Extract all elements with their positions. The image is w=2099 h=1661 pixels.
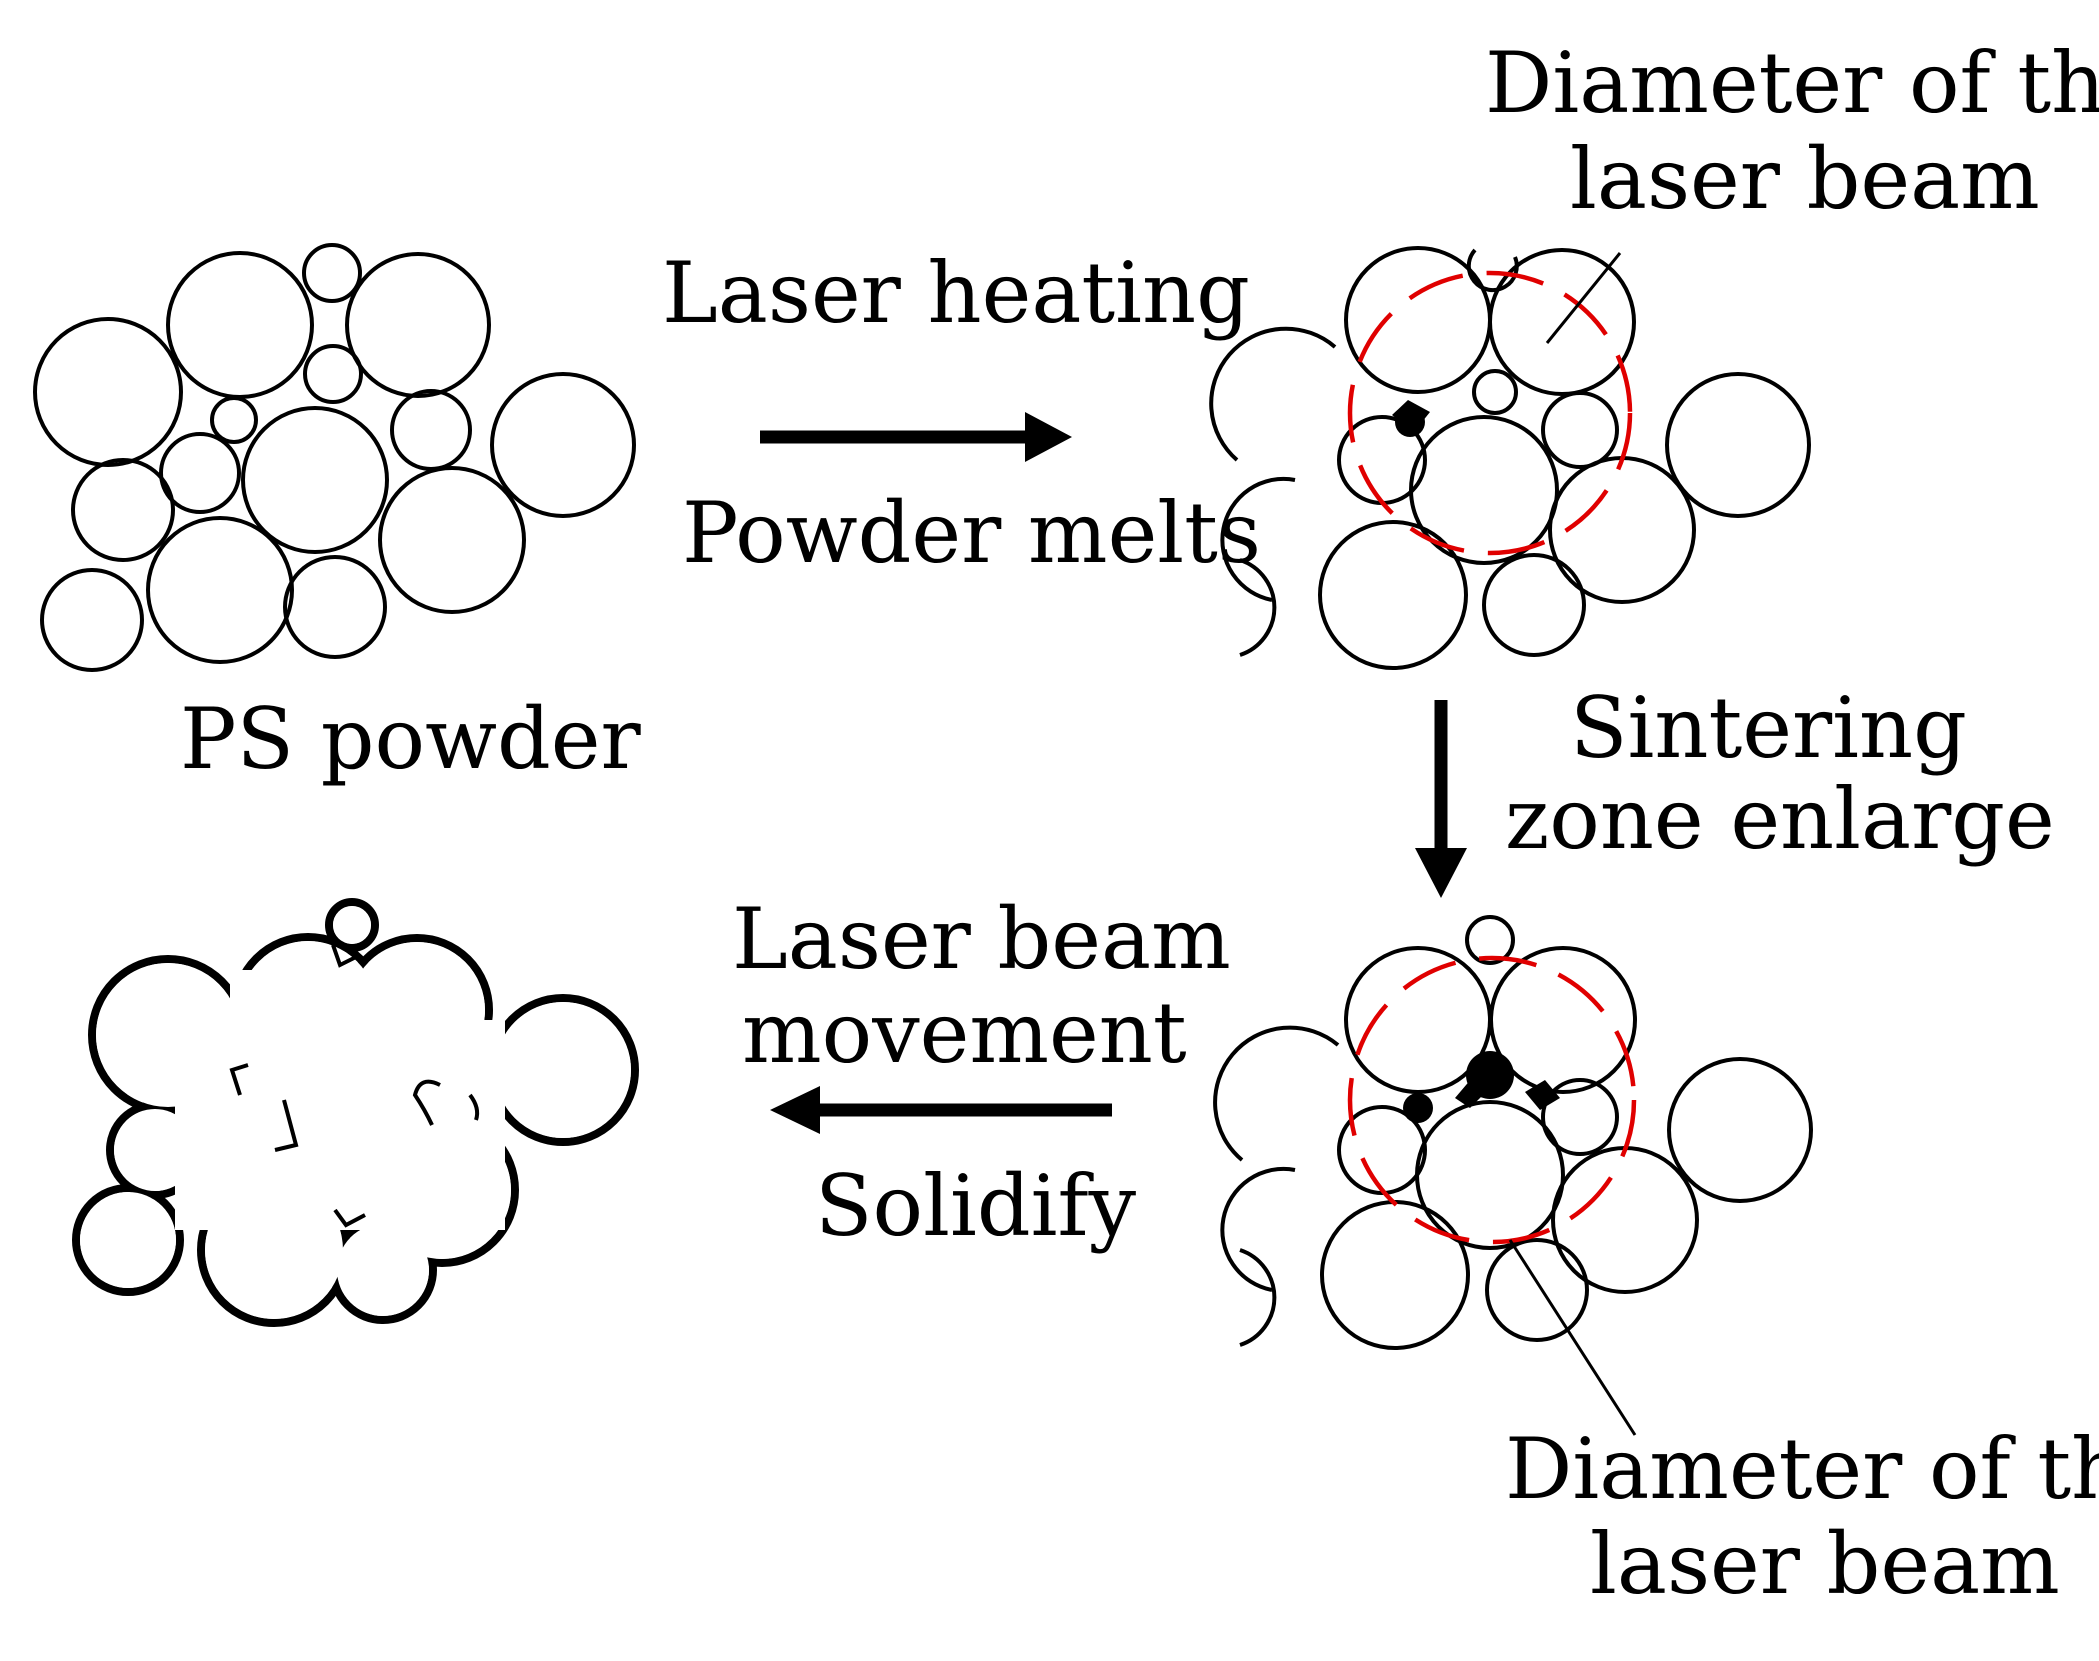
ps-powder-particles (33, 243, 636, 672)
solidified-particle-cluster (72, 898, 639, 1327)
laser-beam-outline-top (1347, 270, 1633, 556)
arrow-down (1415, 700, 1467, 898)
laser-heating-label: Laser heating (662, 244, 1250, 342)
laser-beam-movement-line2: movement (742, 984, 1187, 1082)
beam-diameter-top-line2: laser beam (1570, 130, 2040, 228)
sintering-powder-particles (1213, 915, 1813, 1350)
powder-melts-label: Powder melts (682, 484, 1261, 582)
beam-diameter-top-line1: Diameter of the (1485, 34, 2099, 132)
laser-beam-outline-bottom (1347, 955, 1637, 1245)
laser-beam-movement-line1: Laser beam (732, 890, 1231, 988)
beam-diameter-bottom-line1: Diameter of the (1505, 1420, 2099, 1518)
beam-diameter-top-callout: Diameter of the laser beam (1485, 34, 2099, 344)
ps-powder-label: PS powder (180, 690, 641, 788)
arrow-right (760, 412, 1072, 462)
beam-diameter-bottom-callout: Diameter of the laser beam (1505, 1239, 2099, 1613)
melting-powder-particles (1209, 246, 1811, 670)
sintering-line1: Sintering (1570, 679, 1967, 777)
arrow-left (770, 1086, 1112, 1134)
beam-diameter-bottom-line2: laser beam (1590, 1515, 2060, 1613)
sintering-line2: zone enlarge (1505, 770, 2055, 868)
solidify-label: Solidify (815, 1157, 1137, 1255)
